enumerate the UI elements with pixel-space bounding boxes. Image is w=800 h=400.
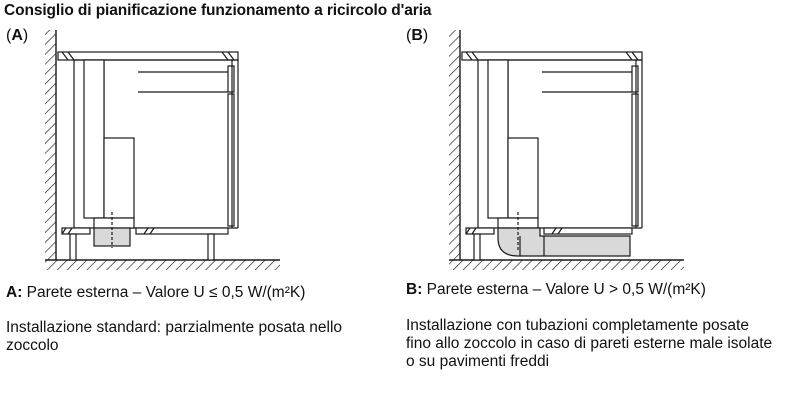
plinth-b <box>465 227 633 261</box>
plinth-duct-a <box>93 212 131 248</box>
caption-a: A: Parete esterna – Valore U ≤ 0,5 W/(m²… <box>6 284 306 301</box>
page-title: Consiglio di pianificazione funzionament… <box>4 2 432 19</box>
description-b: Installazione con tubazioni completament… <box>406 317 773 370</box>
panel-tag-a: (A) <box>6 27 29 44</box>
panel-tag-b: (B) <box>406 27 429 44</box>
countertop-b <box>461 51 643 61</box>
floor-a <box>45 259 280 270</box>
elbow-duct-b <box>497 212 631 257</box>
plinth-a <box>61 227 229 261</box>
wall-a <box>45 30 57 260</box>
hood-unit-a <box>83 59 135 229</box>
hood-unit-b <box>487 59 539 229</box>
caption-b: B: Parete esterna – Valore U > 0,5 W/(m²… <box>406 281 706 298</box>
description-a: Installazione standard: parzialmente pos… <box>6 319 343 354</box>
wall-b <box>449 30 461 260</box>
floor-b <box>449 259 684 270</box>
